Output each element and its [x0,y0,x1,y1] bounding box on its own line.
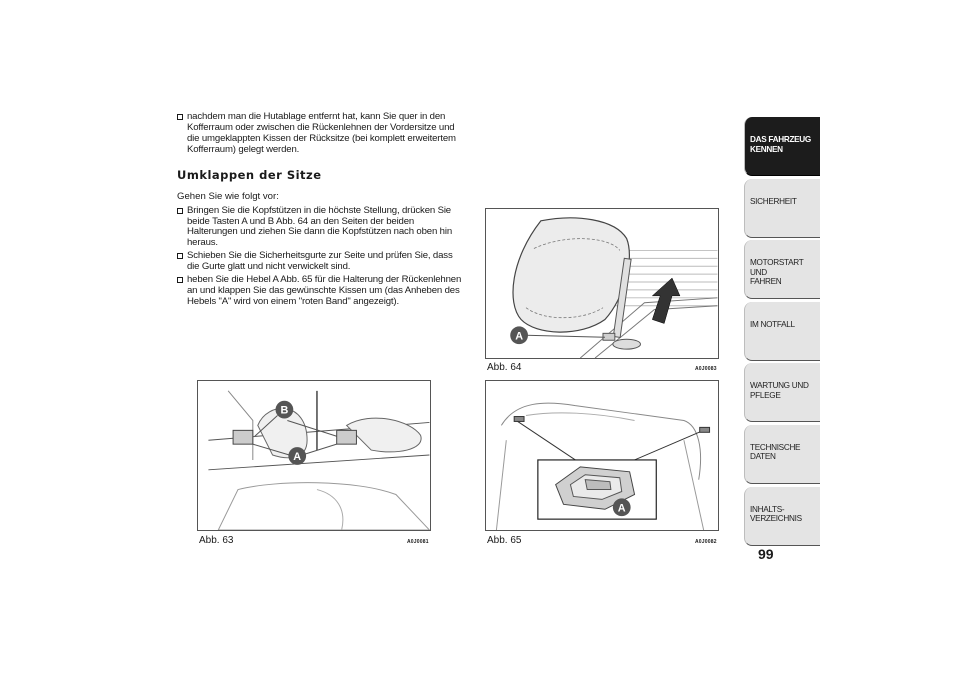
headrest-buttons-illustration-icon: B A [208,390,430,530]
tab-das-fahrzeug-kennen[interactable]: DAS FAHRZEUG KENNEN [744,117,820,176]
figure-65-seat-lever: A [485,380,719,531]
tab-inhaltsverzeichnis[interactable]: INHALTS- VERZEICHNIS [744,486,820,546]
paragraph-text: heben Sie die Hebel A Abb. 65 für die Ha… [187,274,462,307]
tab-im-notfall[interactable]: IM NOTFALL [744,301,820,361]
checkbox-bullet-icon [177,277,183,284]
callout-a-label: A [293,451,301,463]
tab-wartung-und-pflege[interactable]: WARTUNG UND PFLEGE [744,363,820,423]
callout-a-label: A [515,330,523,342]
seat-lever-illustration-icon: A [495,402,711,530]
list-item: Schieben Sie die Sicherheitsgurte zur Se… [177,250,462,273]
text-column: nachdem man die Hutablage entfernt hat, … [177,111,462,310]
list-item: nachdem man die Hutablage entfernt hat, … [177,111,462,156]
figure-63-caption: Abb. 63 [199,535,234,546]
figure-64-caption: Abb. 64 [487,362,522,373]
callout-b-label: B [280,405,288,417]
tab-sicherheit[interactable]: SICHERHEIT [744,178,820,238]
callout-a-label: A [618,502,626,514]
paragraph-text: Bringen Sie die Kopfstützen in die höchs… [187,204,453,249]
figure-63-code: A0J0081 [407,539,429,545]
figure-65-caption: Abb. 65 [487,535,522,546]
tab-technische-daten[interactable]: TECHNISCHE DATEN [744,424,820,484]
checkbox-bullet-icon [177,207,183,214]
checkbox-bullet-icon [177,114,183,120]
list-item: heben Sie die Hebel A Abb. 65 für die Ha… [177,274,462,308]
page-number: 99 [758,546,774,562]
paragraph-text: Schieben Sie die Sicherheitsgurte zur Se… [187,250,453,273]
figure-64-code: A0J0083 [695,366,717,372]
tab-motorstart-und-fahren[interactable]: MOTORSTART UND FAHREN [744,240,820,300]
figure-63-headrest-buttons: B A [197,380,431,531]
checkbox-bullet-icon [177,253,183,260]
headrest-illustration-icon: A [510,217,718,358]
figure-64-headrest: A [485,208,719,359]
intro-text: Gehen Sie wie folgt vor: [177,190,279,202]
figure-65-code: A0J0082 [695,539,717,545]
section-heading: Umklappen der Sitze [177,167,322,182]
chapter-tabs: DAS FAHRZEUG KENNEN SICHERHEIT MOTORSTAR… [744,117,820,548]
list-item: Bringen Sie die Kopfstützen in die höchs… [177,204,462,250]
paragraph-text: nachdem man die Hutablage entfernt hat, … [187,111,456,155]
